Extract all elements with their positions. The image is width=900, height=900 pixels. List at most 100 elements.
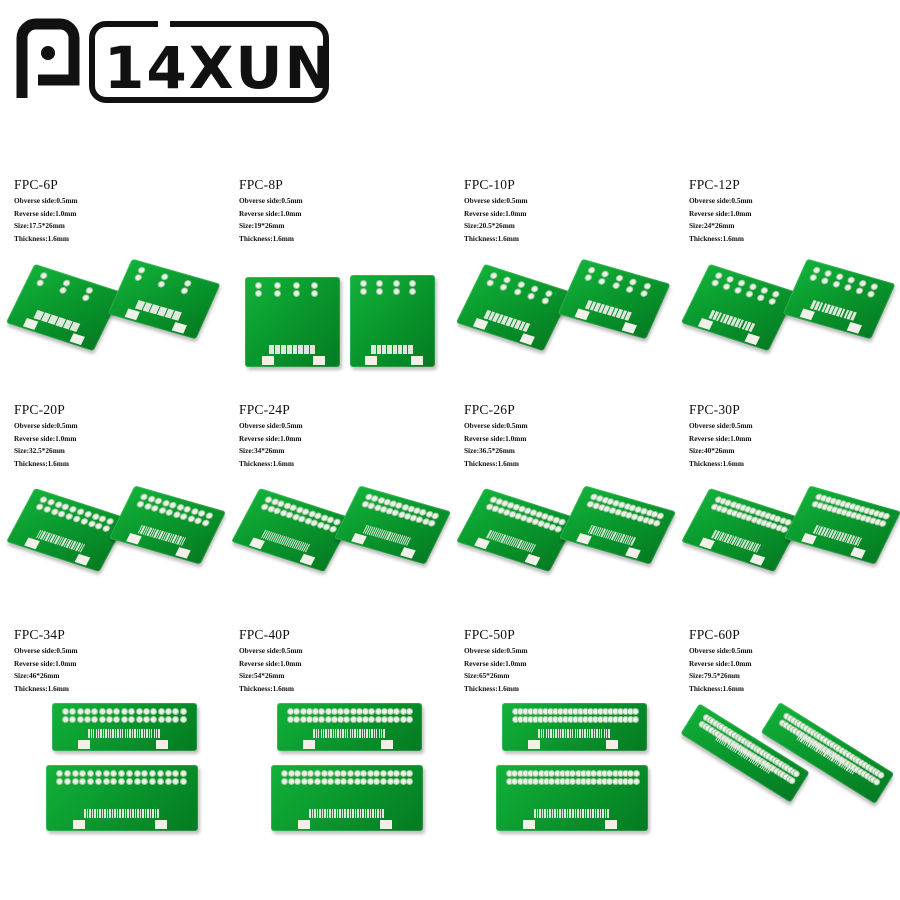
pin-hole [84,716,92,723]
pin-hole [102,770,110,777]
fpc-contact [88,729,90,738]
fpc-contact [107,729,109,738]
fpc-contact [581,729,584,738]
fpc-contact [605,729,608,738]
fpc-contact [586,729,588,738]
fpc-contact [603,729,605,738]
pin-hole [133,770,141,777]
fpc-contact [99,809,101,818]
fpc-contact [569,729,572,738]
solder-pad [23,537,40,550]
pin-hole [366,778,374,785]
pin-hole [76,716,84,723]
fpc-contact [371,729,373,738]
pin-hole [526,292,537,301]
pcb-board [107,258,221,340]
pin-hole [79,778,87,785]
spec-obverse: Obverse side:0.5mm [464,196,528,205]
pin-hole [273,290,281,297]
pin-hole [172,716,180,723]
fpc-contact [369,809,372,818]
pin-hole [340,770,348,777]
solder-pad [126,533,142,545]
fpc-contact [331,809,334,818]
fpc-contact [342,729,344,738]
product-title: FPC-24P [239,402,290,417]
spec-obverse: Obverse side:0.5mm [689,196,753,205]
fpc-contact [337,729,339,738]
fpc-contact [408,345,413,354]
pcb-board [350,275,435,367]
fpc-contact [544,809,546,818]
fpc-contact [572,729,574,738]
spec-reverse: Reverse side:1.0mm [689,658,752,668]
fpc-contact [371,345,376,354]
fpc-contact [546,809,549,818]
spec-thickness: Thickness:1.6mm [689,233,744,243]
fpc-contact [566,809,569,818]
pin-hole [113,708,121,715]
fpc-contact [326,809,329,818]
fpc-contact [100,729,102,738]
pin-hole [360,288,367,295]
pin-hole [76,708,84,715]
pin-hole [405,708,413,715]
pin-hole [62,716,69,723]
pcb-board [502,703,647,751]
fpc-contact [327,729,330,738]
pin-hole [80,293,91,303]
spec-thickness: Thickness:1.6mm [689,458,744,468]
pin-hole [164,708,172,715]
pin-hole [292,290,300,297]
pin-hole [710,278,721,288]
pin-hole [632,770,640,777]
fpc-contact [379,809,382,818]
fpc-contact [141,729,143,738]
fpc-contact [151,729,153,738]
solder-pad [697,317,713,330]
pcb-board [496,765,648,831]
solder-pad [22,317,38,330]
solder-pad [846,322,863,334]
pin-hole [485,278,496,288]
pin-hole [128,716,136,723]
fpc-contact [361,729,363,738]
fpc-contact [144,809,147,818]
fpc-contact [332,729,334,738]
fpc-contact [93,729,95,738]
pin-hole [333,778,341,785]
fpc-contact [359,729,361,738]
fpc-contact [594,809,597,818]
fpc-contact [268,345,274,354]
fpc-contact [122,809,124,818]
fpc-contact [604,809,607,818]
spec-thickness: Thickness:1.6mm [239,683,294,693]
fpc-contact [313,729,315,738]
spec-reverse: Reverse side:1.0mm [689,208,752,218]
fpc-contact [380,729,383,738]
fpc-contact [310,345,316,354]
pin-hole [320,778,328,785]
fpc-contact [356,729,359,738]
fpc-contact [155,729,158,738]
fpc-contact [349,809,352,818]
spec-reverse: Reverse side:1.0mm [464,208,527,218]
fpc-contact [339,729,342,738]
fpc-contact [552,729,555,738]
fpc-contact [576,729,579,738]
pin-hole [877,519,888,528]
pin-hole [164,716,172,723]
spec-thickness: Thickness:1.6mm [14,233,69,243]
pin-hole [128,708,136,715]
pin-hole [632,716,639,723]
pin-hole [156,770,164,777]
fpc-contact [104,809,106,818]
pin-hole [820,276,830,286]
fpc-contact [564,729,567,738]
fpc-contact [551,809,554,818]
fpc-contact [335,729,337,738]
pin-hole [179,708,187,715]
fpc-contact [136,729,138,738]
solder-pad [74,553,90,566]
